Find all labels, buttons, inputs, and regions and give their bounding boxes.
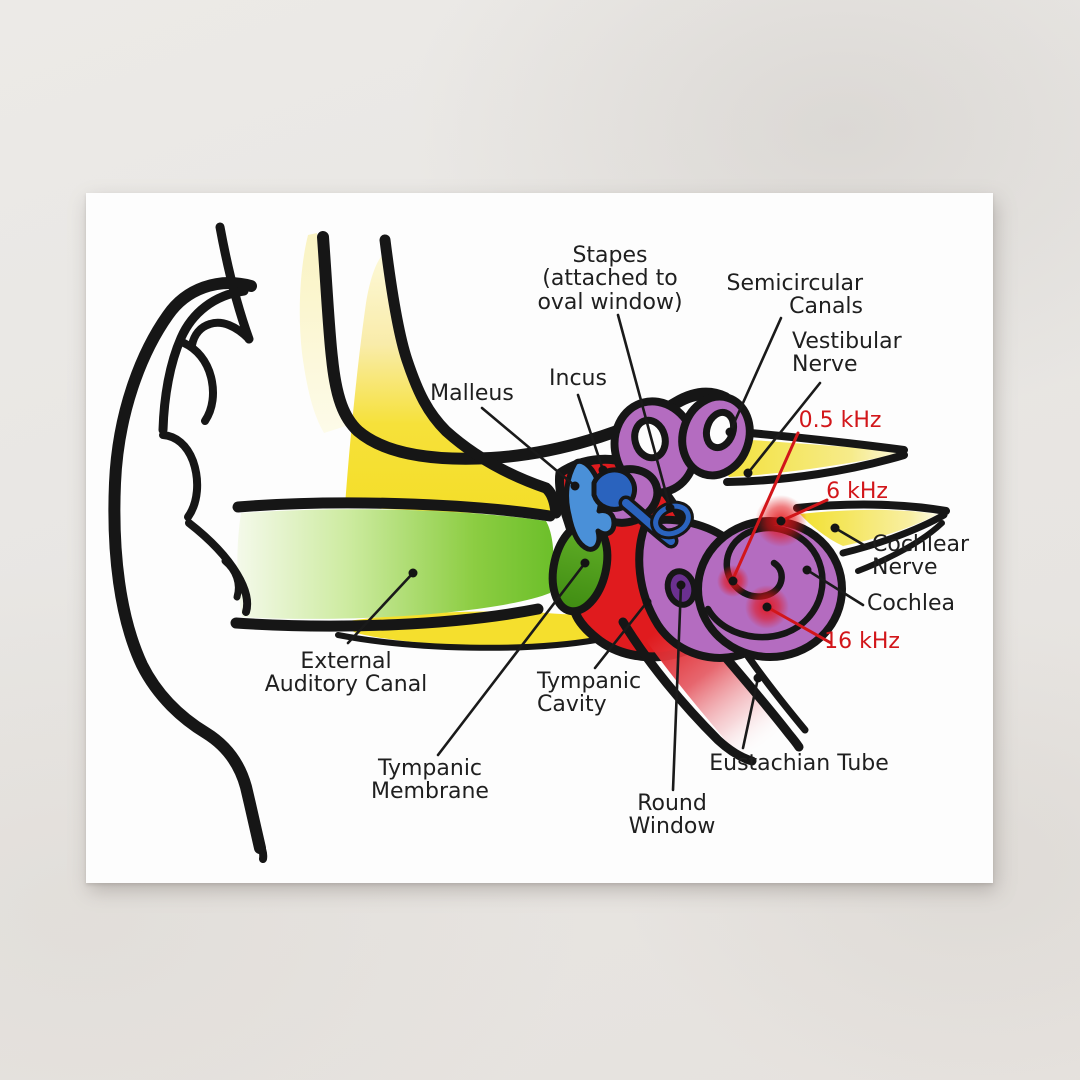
canal-fill: [237, 509, 554, 619]
leader-6khz: [779, 498, 829, 523]
label-16khz: 16 kHz: [824, 629, 900, 654]
pinna-outer-contour: [108, 277, 266, 854]
label-6khz: 6 kHz: [826, 479, 888, 504]
ear-diagram: [108, 222, 950, 863]
cochlear-nerve-outline-bottom: [839, 511, 948, 557]
leader-lines: [346, 313, 871, 792]
canal-loop-superior-hole: [631, 416, 669, 462]
vestibular-nerve-outline-bottom: [723, 451, 908, 486]
bone-pale-strip: [299, 233, 346, 433]
pinna-antihelix-upper: [180, 339, 217, 425]
leader-tympanic-cavity: [593, 600, 649, 670]
leader-external-canal: [346, 571, 415, 645]
leader-stapes: [616, 313, 672, 510]
leader-vestibular: [746, 381, 822, 475]
label-eustachian-tube: Eustachian Tube: [709, 751, 889, 776]
leader-cochlea: [805, 568, 865, 607]
pinna-lobe-tail: [254, 837, 268, 863]
postcard: Stapes (attached to oval window) Semicir…: [86, 193, 993, 883]
pinna-antihelix-lower: [159, 431, 202, 521]
label-incus: Incus: [549, 366, 607, 391]
label-cochlea: Cochlea: [867, 591, 955, 616]
label-stapes: Stapes (attached to oval window): [537, 243, 683, 315]
leader-eustachian: [741, 676, 760, 750]
outer-ear-outline: [108, 222, 268, 863]
skull-line-inner: [379, 234, 562, 519]
leader-cochlear-nerve: [833, 526, 871, 550]
skull-line-outer: [317, 231, 731, 465]
eustachian-outline-extra: [741, 648, 809, 734]
leader-16khz: [765, 605, 833, 645]
leader-round-window: [671, 583, 683, 792]
leader-tympanic-membrane: [436, 561, 587, 757]
label-round-window: Round Window: [628, 791, 716, 840]
leader-dots: [408, 427, 840, 683]
label-semicircular-canals: Semicircular Canals: [726, 271, 864, 320]
label-malleus: Malleus: [430, 381, 514, 406]
label-0-5khz: 0.5 kHz: [798, 408, 882, 433]
pinna-helix-hook: [188, 318, 253, 349]
label-tympanic-cavity: Tympanic Cavity: [537, 669, 642, 718]
cochlear-nerve-fill: [800, 509, 938, 546]
leader-malleus: [480, 406, 577, 488]
cochlear-nerve-extra-line: [855, 520, 945, 574]
label-tympanic-membrane: Tympanic Membrane: [371, 756, 489, 805]
pinna-inner-top: [158, 286, 249, 435]
leader-semicircular: [728, 316, 783, 434]
skull-contours: [317, 231, 731, 519]
label-vestibular-nerve: Vestibular Nerve: [792, 329, 902, 378]
leader-incus: [576, 393, 605, 472]
label-external-auditory-canal: External Auditory Canal: [264, 649, 428, 698]
pinna-tragus: [221, 557, 242, 601]
canal-outline-top: [232, 497, 556, 522]
label-cochlear-nerve: Cochlear Nerve: [872, 532, 970, 581]
canal-outline-bottom: [230, 603, 544, 632]
eustachian-outline-left: [618, 617, 757, 766]
leader-0-5khz: [731, 431, 800, 581]
external-auditory-canal-shape: [230, 497, 661, 651]
